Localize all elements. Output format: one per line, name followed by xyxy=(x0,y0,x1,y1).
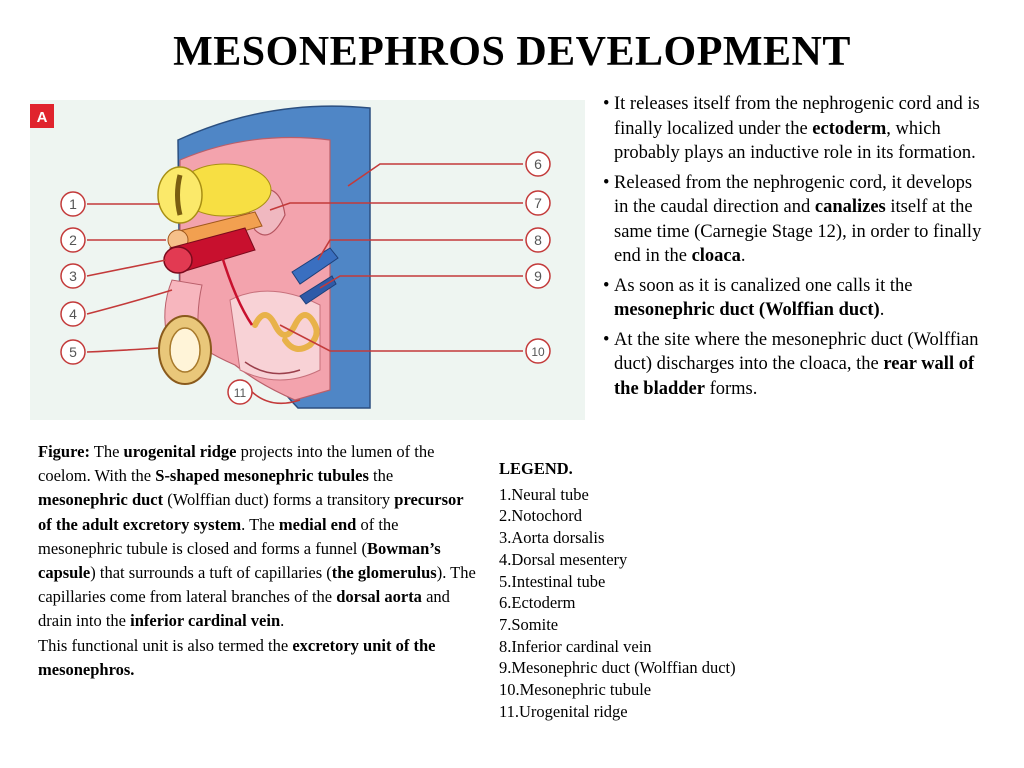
urogenital-ridge xyxy=(244,361,301,375)
text-run: itself at the same time (Carnegie Stage … xyxy=(614,197,982,266)
callout-6: 6 xyxy=(534,156,542,172)
bullet-item: Released from the nephrogenic cord, it d… xyxy=(603,171,983,269)
text-run: . The xyxy=(241,514,279,534)
callout-4: 4 xyxy=(69,306,77,322)
bold-term: mesonephric duct xyxy=(38,490,164,510)
legend-heading: LEGEND. xyxy=(499,459,573,478)
text-run: ) that surrounds a tuft of capillaries ( xyxy=(90,563,332,583)
bullet-list: It releases itself from the nephrogenic … xyxy=(603,92,983,406)
bold-term: urogenital ridge xyxy=(123,442,237,461)
legend-item: 6.Ectoderm xyxy=(499,593,576,613)
legend-item: 7.Somite xyxy=(499,614,559,634)
text-run: and drain into the xyxy=(38,587,450,631)
callout-3: 3 xyxy=(69,268,77,284)
panel-letter: A xyxy=(37,109,48,126)
text-run: The xyxy=(89,442,124,461)
callout-11: 11 xyxy=(234,386,247,400)
inferior-cardinal-vein xyxy=(291,247,339,285)
callout-9: 9 xyxy=(534,268,542,284)
text-run: forms. xyxy=(704,378,758,399)
bold-term: excretory unit of the mesonephros. xyxy=(38,635,436,679)
legend-item: 4.Dorsal mesentery xyxy=(499,549,628,569)
text-run: . xyxy=(879,300,885,320)
bold-term: inferior cardinal vein xyxy=(130,611,281,631)
panel-badge xyxy=(30,104,54,128)
bold-term: S-shaped mesonephric tubules xyxy=(155,466,369,486)
text-run: the xyxy=(368,466,394,486)
bold-term: canalizes xyxy=(814,197,886,217)
mesonephric-tubule xyxy=(252,312,320,352)
page-title: MESONEPHROS DEVELOPMENT xyxy=(173,29,851,75)
text-run: . xyxy=(280,611,285,631)
bold-term: Figure: xyxy=(38,442,90,461)
bullet-item: At the site where the mesonephric duct (… xyxy=(603,328,983,402)
bold-term: rear wall of the bladder xyxy=(614,354,975,399)
callout-2: 2 xyxy=(69,232,77,248)
legend-item: 2.Notochord xyxy=(499,506,582,526)
text-run: At the site where the mesonephric duct (… xyxy=(614,329,979,375)
bold-term: Bowman’s capsule xyxy=(38,538,441,583)
bold-term: mesonephric duct (Wolffian duct) xyxy=(614,300,880,320)
bold-term: the glomerulus xyxy=(331,563,437,583)
callout-markers xyxy=(60,151,551,405)
legend-item: 9.Mesonephric duct (Wolffian duct) xyxy=(499,658,736,678)
coelom xyxy=(229,290,321,381)
legend-item: 11.Urogenital ridge xyxy=(499,701,628,721)
text-run: Released from the nephrogenic cord, it d… xyxy=(614,172,973,218)
bold-term: medial end xyxy=(278,514,357,534)
bold-term: precursor of the adult excretory system xyxy=(38,490,464,534)
text-run: . xyxy=(740,246,746,266)
callout-leaders xyxy=(86,163,523,405)
text-run: As soon as it is canalized one calls it … xyxy=(614,275,913,296)
legend-item: 3.Aorta dorsalis xyxy=(499,528,605,548)
legend: LEGEND. 1.Neural tube 2.Notochord 3.Aort… xyxy=(499,458,736,722)
callout-7: 7 xyxy=(534,195,542,211)
text-run: It releases itself from the nephrogenic … xyxy=(614,94,980,139)
glomerulus xyxy=(218,249,254,326)
callout-5: 5 xyxy=(69,344,77,360)
text-run: (Wolffian duct) forms a transitory xyxy=(163,490,395,510)
text-run: , which probably plays an inductive role… xyxy=(614,118,976,164)
bold-term: cloaca xyxy=(691,246,741,266)
text-run: ). The capillaries come from lateral bra… xyxy=(38,563,476,607)
legend-item: 5.Intestinal tube xyxy=(499,571,606,591)
text-run: of the mesonephric tubule is closed and … xyxy=(38,514,399,558)
neural-canal xyxy=(175,174,183,216)
text-run: projects into the lumen of the coelom. W… xyxy=(38,442,435,486)
bold-term: dorsal aorta xyxy=(336,587,422,607)
bullet-item: It releases itself from the nephrogenic … xyxy=(603,92,983,166)
embryo-cross-section-figure: A xyxy=(30,100,585,420)
diagram-svg: A xyxy=(30,104,551,409)
callout-10: 10 xyxy=(531,345,545,359)
figure-caption: Figure: The urogenital ridge projects in… xyxy=(38,440,478,682)
legend-item: 8.Inferior cardinal vein xyxy=(499,636,652,656)
legend-item: 1.Neural tube xyxy=(499,484,589,504)
text-run: This functional unit is also termed the xyxy=(38,635,293,655)
legend-item: 10.Mesonephric tubule xyxy=(499,680,652,700)
bold-term: ectoderm xyxy=(812,118,887,139)
bullet-item: As soon as it is canalized one calls it … xyxy=(603,274,983,323)
callout-8: 8 xyxy=(534,232,542,248)
callout-1: 1 xyxy=(69,196,77,212)
